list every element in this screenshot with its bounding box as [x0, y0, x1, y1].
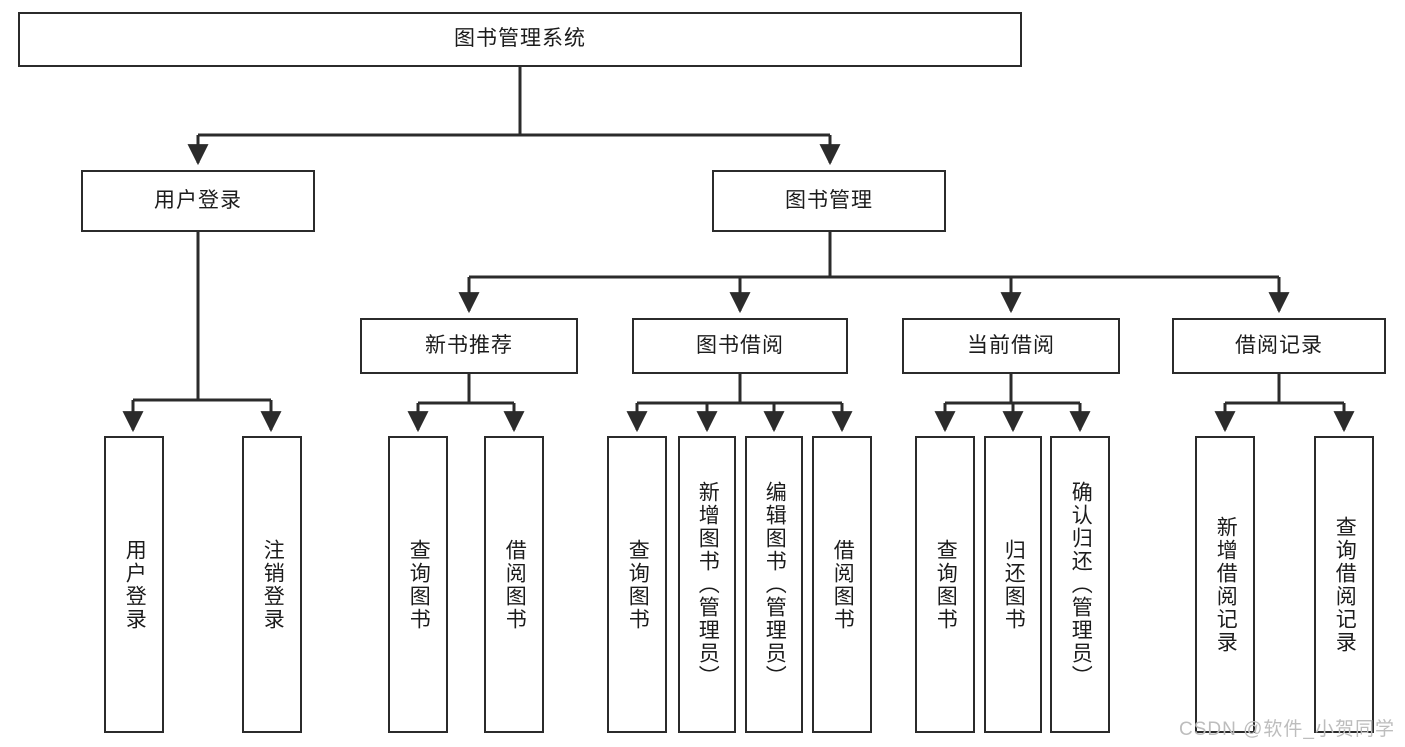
node-label: 用户登录	[123, 538, 147, 631]
node-label: 图书借阅	[696, 333, 784, 357]
node-user-login[interactable]: 用户登录	[81, 170, 315, 232]
leaf-records-add-record[interactable]: 新增借阅记录	[1195, 436, 1255, 733]
leaf-borrow-edit-book-admin[interactable]: 编辑图书（管理员）	[745, 436, 803, 733]
node-book-borrow[interactable]: 图书借阅	[632, 318, 848, 374]
watermark-text: CSDN @软件_小贺同学	[1179, 719, 1395, 740]
leaf-current-query-book[interactable]: 查询图书	[915, 436, 975, 733]
node-current-borrow[interactable]: 当前借阅	[902, 318, 1120, 374]
leaf-current-confirm-return-admin[interactable]: 确认归还（管理员）	[1050, 436, 1110, 733]
node-book-management[interactable]: 图书管理	[712, 170, 946, 232]
leaf-newbook-borrow-book[interactable]: 借阅图书	[484, 436, 544, 733]
leaf-user-login-signout[interactable]: 注销登录	[242, 436, 302, 733]
leaf-borrow-add-book-admin[interactable]: 新增图书（管理员）	[678, 436, 736, 733]
node-label: 查询图书	[407, 538, 431, 631]
leaf-borrow-query-book[interactable]: 查询图书	[607, 436, 667, 733]
node-label: 借阅图书	[503, 538, 527, 631]
leaf-records-query-record[interactable]: 查询借阅记录	[1314, 436, 1374, 733]
leaf-newbook-query-book[interactable]: 查询图书	[388, 436, 448, 733]
node-root-system[interactable]: 图书管理系统	[18, 12, 1022, 67]
leaf-user-login-signin[interactable]: 用户登录	[104, 436, 164, 733]
node-label: 新增借阅记录	[1214, 515, 1238, 654]
node-label: 图书管理	[785, 188, 873, 212]
node-label: 新书推荐	[425, 333, 513, 357]
node-label: 编辑图书（管理员）	[763, 481, 787, 688]
node-new-book-recommend[interactable]: 新书推荐	[360, 318, 578, 374]
node-label: 查询图书	[626, 538, 650, 631]
node-label: 新增图书（管理员）	[696, 481, 720, 688]
node-borrow-records[interactable]: 借阅记录	[1172, 318, 1386, 374]
node-label: 查询借阅记录	[1333, 515, 1357, 654]
node-label: 借阅记录	[1235, 333, 1323, 357]
node-label: 借阅图书	[831, 538, 855, 631]
node-label: 图书管理系统	[454, 27, 586, 51]
node-label: 注销登录	[261, 538, 285, 631]
leaf-current-return-book[interactable]: 归还图书	[984, 436, 1042, 733]
node-label: 用户登录	[154, 188, 242, 212]
node-label: 确认归还（管理员）	[1069, 481, 1093, 688]
leaf-borrow-borrow-book[interactable]: 借阅图书	[812, 436, 872, 733]
node-label: 归还图书	[1002, 538, 1026, 631]
node-label: 查询图书	[934, 538, 958, 631]
node-label: 当前借阅	[967, 333, 1055, 357]
